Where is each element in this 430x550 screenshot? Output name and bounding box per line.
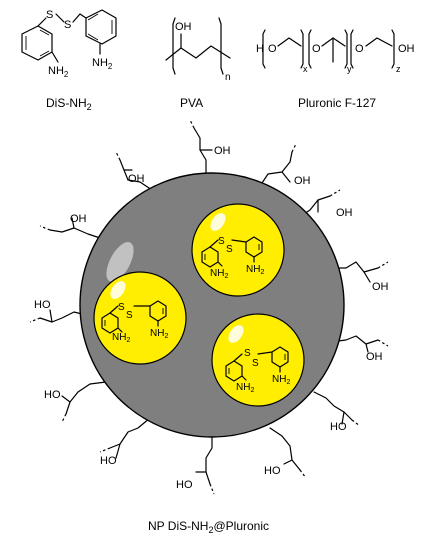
svg-text:NH2: NH2: [150, 328, 168, 340]
dis-nh-right: NH2: [92, 57, 113, 71]
chain-oh-top: OH: [214, 145, 231, 157]
sphere-highlight: [106, 242, 134, 282]
pluronic-name: Pluronic F-127: [298, 96, 376, 110]
svg-text:S: S: [218, 236, 225, 247]
dis-nh2-structure: S S NH2 NH2 DiS-NH2: [21, 9, 117, 112]
svg-text:S: S: [126, 310, 133, 321]
pluronic-oh: OH: [398, 43, 415, 55]
pluronic-z: z: [396, 64, 401, 74]
chain-ho-br2: HO: [264, 465, 281, 477]
svg-text:NH2: NH2: [236, 382, 254, 394]
pluronic-o1: O: [268, 43, 277, 55]
surface-chains: OH OH OH OH OH OH HO OH: [29, 119, 389, 495]
chain-ho-bl1: HO: [100, 455, 117, 467]
chain-oh-rm: OH: [372, 281, 389, 293]
chain-oh-lu: OH: [70, 213, 87, 225]
chain-ho-br1: HO: [330, 421, 347, 433]
svg-text:NH2: NH2: [272, 374, 290, 386]
pluronic-o3: O: [355, 43, 364, 55]
dis-s1: S: [46, 9, 53, 21]
pva-n: n: [225, 72, 231, 83]
svg-text:S: S: [252, 358, 259, 369]
chain-oh-rt: OH: [336, 207, 353, 219]
dis-nh-left: NH2: [48, 65, 69, 79]
svg-text:S: S: [244, 348, 251, 359]
pluronic-x: x: [303, 64, 308, 74]
svg-text:S: S: [226, 244, 233, 255]
chain-oh-ul: OH: [128, 173, 145, 185]
pluronic-h: H: [256, 43, 264, 55]
pva-structure: OH n PVA: [165, 17, 231, 110]
core-right: S S NH2 NH2: [211, 313, 305, 407]
chain-ho-ll: HO: [44, 389, 61, 401]
chain-oh-ur: OH: [294, 175, 311, 187]
core-left: S S NH2 NH2: [93, 271, 187, 365]
core-top: S S NH2 NH2: [191, 203, 285, 297]
svg-text:NH2: NH2: [246, 264, 264, 276]
chain-ho-lm: HO: [34, 299, 51, 311]
chain-ho-bc: HO: [176, 479, 193, 491]
nanoparticle-label: NP DiS-NH2@Pluronic: [148, 519, 269, 535]
chain-oh-rl: OH: [366, 351, 383, 363]
dis-s2: S: [64, 19, 71, 31]
pluronic-o2: O: [312, 43, 321, 55]
svg-text:NH2: NH2: [210, 268, 228, 280]
pva-name: PVA: [180, 96, 203, 110]
pva-oh: OH: [175, 21, 192, 33]
pluronic-y: y: [347, 64, 352, 74]
dis-nh2-name: DiS-NH2: [46, 96, 92, 112]
svg-text:S: S: [118, 302, 125, 313]
svg-text:NH2: NH2: [112, 332, 130, 344]
pluronic-structure: H O x O y O z OH Pluronic F-127: [256, 29, 415, 110]
